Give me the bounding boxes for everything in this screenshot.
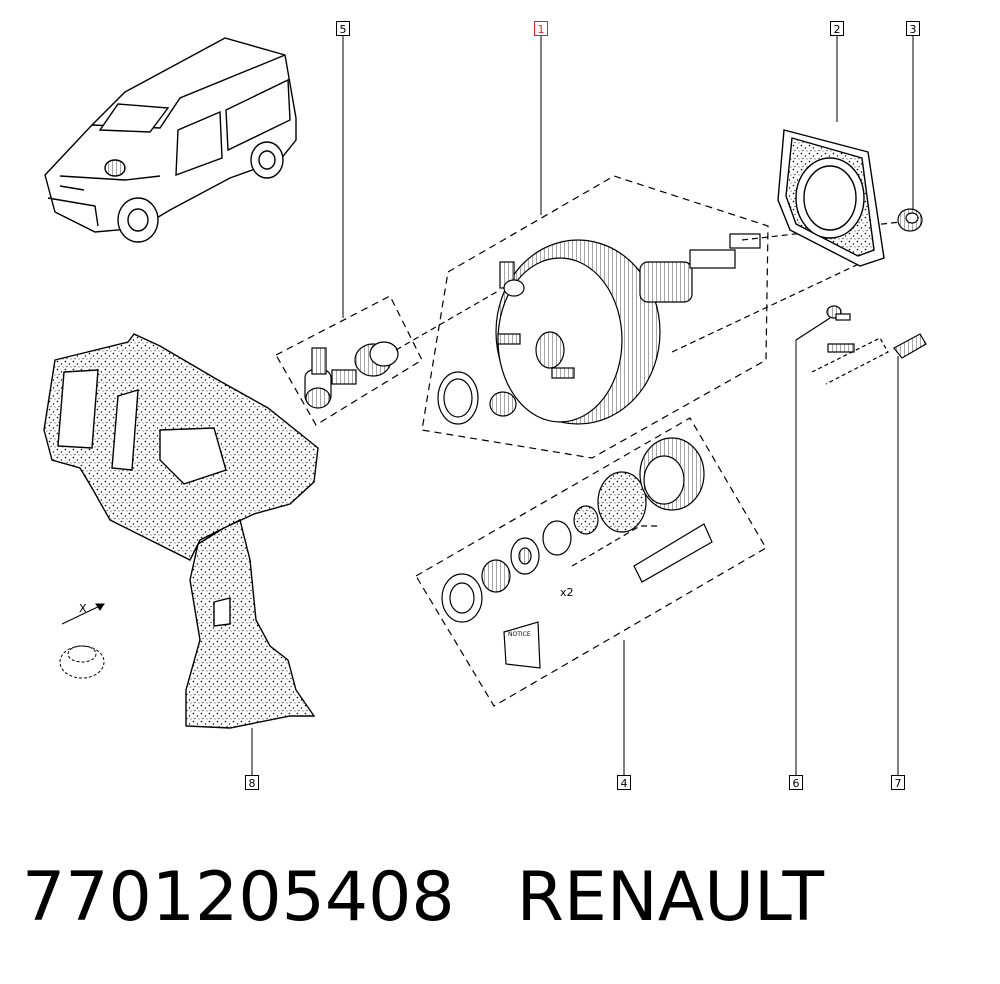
part-7-clip — [893, 333, 927, 359]
part-2-gasket — [777, 129, 885, 267]
panel-fastener-detail — [59, 603, 105, 679]
footer-caption: 7701205408 RENAULT — [22, 858, 824, 937]
brake-booster-exploded-diagram: x2 NOTICE X — [43, 36, 927, 775]
callout-4: 4 — [617, 775, 631, 790]
group-1-booster — [421, 175, 901, 459]
x-mark-label: X — [79, 602, 87, 615]
callout-3: 3 — [906, 21, 920, 36]
part-8-insulation-panel — [43, 333, 319, 729]
group-5-fittings — [275, 289, 501, 426]
leader-lines — [251, 36, 914, 775]
part-3-nut — [897, 208, 923, 232]
callout-8: 8 — [245, 775, 259, 790]
callout-5: 5 — [336, 21, 350, 36]
part-number: 7701205408 — [22, 858, 455, 937]
group-4-repair-kit — [415, 417, 767, 707]
callout-7: 7 — [891, 775, 905, 790]
callout-6: 6 — [789, 775, 803, 790]
part-6-screw — [795, 305, 889, 385]
callout-2: 2 — [830, 21, 844, 36]
notice-label: NOTICE — [508, 631, 531, 638]
brand-name: RENAULT — [516, 858, 825, 937]
vehicle-sketch — [44, 37, 297, 243]
multiplier-label: x2 — [560, 586, 574, 599]
callout-1-highlighted: 1 — [534, 21, 548, 36]
